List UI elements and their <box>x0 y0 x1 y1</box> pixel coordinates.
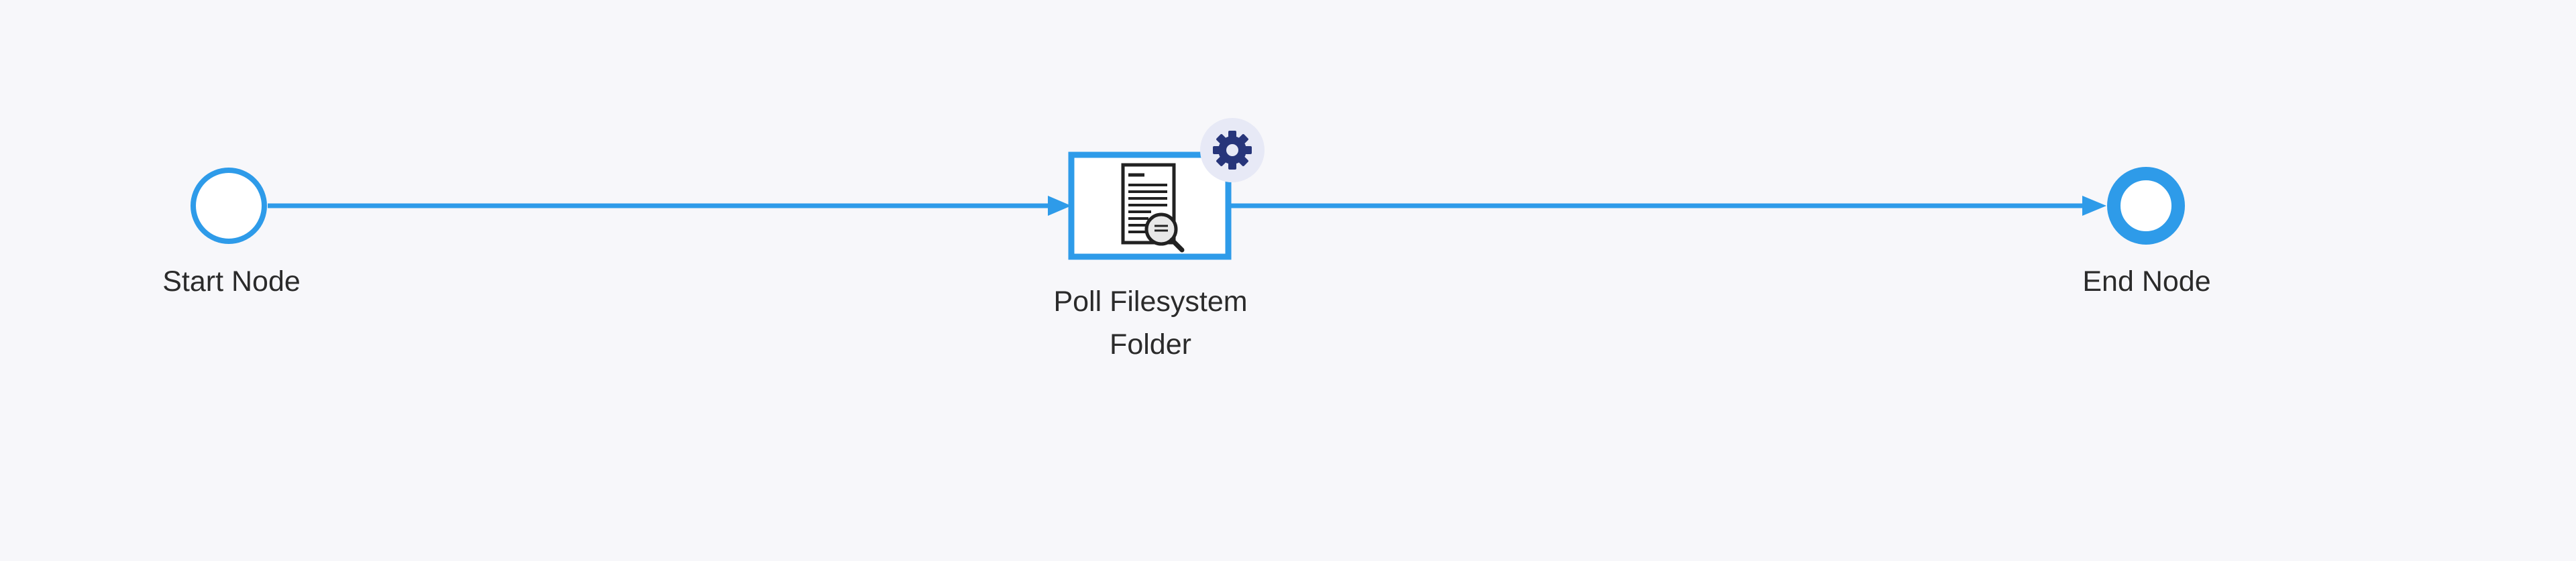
task-node-label: Poll Filesystem Folder <box>983 280 1318 366</box>
edge-start-to-task[interactable] <box>268 196 1071 216</box>
task-settings-button[interactable] <box>1201 119 1265 183</box>
document-search-icon <box>1121 163 1185 253</box>
end-node-circle[interactable] <box>2107 167 2185 245</box>
arrowhead <box>1048 196 1071 216</box>
edge-task-to-end[interactable] <box>1230 196 2106 216</box>
arrowhead <box>2082 196 2106 216</box>
task-node-label-line2: Folder <box>1110 328 1191 361</box>
start-node-circle[interactable] <box>191 168 267 244</box>
start-node[interactable] <box>189 168 268 247</box>
end-node[interactable] <box>2106 168 2186 247</box>
end-node-label: End Node <box>2082 265 2211 298</box>
task-node-hit-area[interactable] <box>1069 153 1230 259</box>
start-node-label: Start Node <box>162 265 301 298</box>
task-node-label-line1: Poll Filesystem <box>1053 286 1248 318</box>
gear-icon[interactable] <box>1200 118 1265 182</box>
task-node[interactable] <box>1068 118 1265 260</box>
